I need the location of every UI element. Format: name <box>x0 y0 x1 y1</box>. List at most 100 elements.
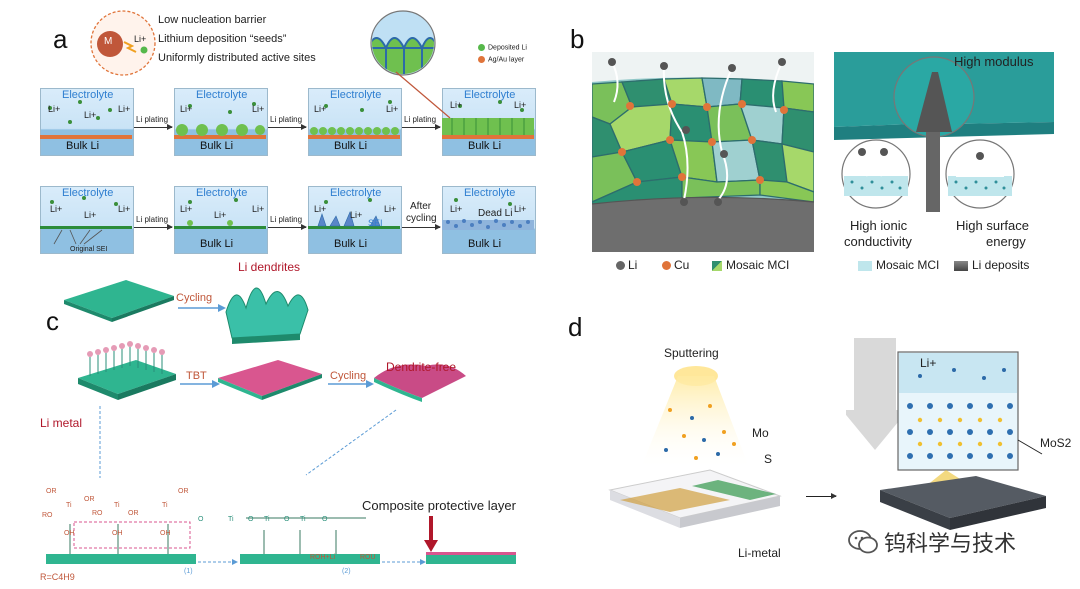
step-2-label: (2) <box>342 568 351 575</box>
row1-electrolyte-3: Electrolyte <box>330 89 382 101</box>
row1-arrow-3 <box>402 124 441 130</box>
rou-label: ROU <box>360 554 376 561</box>
legend-b-mci: Mosaic MCI <box>712 258 789 272</box>
row2-arrow-2 <box>268 224 307 230</box>
mosaic-mci-illustration <box>592 52 814 252</box>
sputtering-label: Sputtering <box>664 346 719 360</box>
dead-li-label: Dead Li <box>478 208 513 219</box>
panel-d-arrow <box>806 493 837 499</box>
row2-arrow-3 <box>402 224 441 230</box>
row2-li-9: Li+ <box>384 204 397 214</box>
legend-b-mci-text: Mosaic MCI <box>726 258 790 272</box>
row2-li-3: Li+ <box>118 204 131 214</box>
row2-box2 <box>174 186 268 254</box>
seed-illustration <box>90 10 156 76</box>
seed-li-label: Li+ <box>134 34 147 44</box>
high-surface-label-2: energy <box>986 234 1026 249</box>
chem-or-3: OR <box>128 510 139 517</box>
chem-ti-3: Ti <box>162 502 168 509</box>
row2-li-11: Li+ <box>514 204 527 214</box>
legend-b-deposits: Li deposits <box>954 258 1029 272</box>
li-metal-label-d: Li-metal <box>738 546 781 560</box>
chem-o-3: O <box>284 516 290 523</box>
row1-li-1: Li+ <box>48 104 61 114</box>
row1-bulk-2: Bulk Li <box>200 140 234 152</box>
composite-arrow <box>424 516 438 552</box>
dendrite-free-label: Dendrite-free <box>386 360 457 374</box>
row1-box2 <box>174 88 268 156</box>
mos2-illustration <box>846 338 1046 530</box>
roh-li-label: ROH+Li <box>310 554 336 561</box>
tbt-label: TBT <box>186 370 207 382</box>
panel-label-a: a <box>53 24 68 54</box>
row1-li-8: Li+ <box>450 100 463 110</box>
row2-li-8: Li+ <box>350 210 363 220</box>
legend-b-li: Li <box>616 258 637 272</box>
row2-bulk-2: Bulk Li <box>200 238 234 250</box>
chem-or-2: OR <box>84 496 95 503</box>
row1-box1 <box>40 88 134 156</box>
chem-oh-3: OH <box>160 530 171 537</box>
original-sei-label: Original SEI <box>70 246 108 253</box>
chem-or-4: OR <box>178 488 189 495</box>
chem-o-4: O <box>322 516 328 523</box>
chem-oh-1: OH <box>64 530 75 537</box>
high-surface-label-1: High surface <box>956 218 1029 233</box>
chem-or-1: OR <box>46 488 57 495</box>
row1-bulk-1: Bulk Li <box>66 140 100 152</box>
row1-arrow-2 <box>268 124 307 130</box>
row1-li-9: Li+ <box>514 100 527 110</box>
row1-li-2: Li+ <box>84 110 97 120</box>
chem-ti-5: Ti <box>264 516 270 523</box>
row2-bulk-4: Bulk Li <box>468 238 502 250</box>
zoom-pointer-line <box>395 71 451 119</box>
step-1-label: (1) <box>184 568 193 575</box>
panel-label-d: d <box>568 312 583 342</box>
row1-li-4: Li+ <box>180 104 193 114</box>
chem-ro-1: RO <box>42 512 53 519</box>
legend-b-mci2: Mosaic MCI <box>858 258 939 272</box>
chem-o-1: O <box>198 516 204 523</box>
row2-electrolyte-1: Electrolyte <box>62 187 114 199</box>
chem-ti-2: Ti <box>114 502 120 509</box>
after-cycling-2: cycling <box>406 213 437 224</box>
row2-electrolyte-3: Electrolyte <box>330 187 382 199</box>
row2-li-6: Li+ <box>252 204 265 214</box>
sputtering-illustration <box>608 366 782 528</box>
row2-electrolyte-2: Electrolyte <box>196 187 248 199</box>
row1-box3 <box>308 88 402 156</box>
cycling-mid-label: Cycling <box>330 370 367 382</box>
li-dendrites-label: Li dendrites <box>238 260 301 274</box>
row2-box1 <box>40 186 134 254</box>
row1-li-5: Li+ <box>252 104 265 114</box>
row2-arrow-1 <box>134 224 173 230</box>
legend-b-cu: Cu <box>662 258 689 272</box>
legend-b-li-text: Li <box>628 258 638 272</box>
row2-plating-1: Li plating <box>136 215 169 224</box>
row2-bulk-3: Bulk Li <box>334 238 368 250</box>
row1-bulk-4: Bulk Li <box>468 140 502 152</box>
high-modulus-label: High modulus <box>954 54 1034 69</box>
point-low-nucleation: Low nucleation barrier <box>158 14 267 26</box>
row1-electrolyte-2: Electrolyte <box>196 89 248 101</box>
chem-ti-1: Ti <box>66 502 72 509</box>
row1-plating-1: Li plating <box>136 115 169 124</box>
s-label: S <box>764 452 773 466</box>
chem-o-2: O <box>248 516 254 523</box>
seed-m-label: M <box>104 36 113 47</box>
panel-c-illustration <box>64 280 466 478</box>
composite-layer-label: Composite protective layer <box>362 498 516 513</box>
sei-label: SEI <box>368 218 383 228</box>
row2-deposits <box>40 196 534 245</box>
tbt-molecular-structure <box>46 517 516 565</box>
row2-li-2: Li+ <box>84 210 97 220</box>
r-formula-label: R=C4H9 <box>40 572 75 582</box>
row2-plating-2: Li plating <box>270 215 303 224</box>
chem-oh-2: OH <box>112 530 123 537</box>
row2-li-7: Li+ <box>314 204 327 214</box>
legend-ag-au-text: Ag/Au layer <box>488 56 525 64</box>
watermark: 钨科学与技术 <box>848 526 1016 558</box>
row1-bulk-3: Bulk Li <box>334 140 368 152</box>
cycling-top-label: Cycling <box>176 292 213 304</box>
legend-b-mci2-text: Mosaic MCI <box>876 258 940 272</box>
